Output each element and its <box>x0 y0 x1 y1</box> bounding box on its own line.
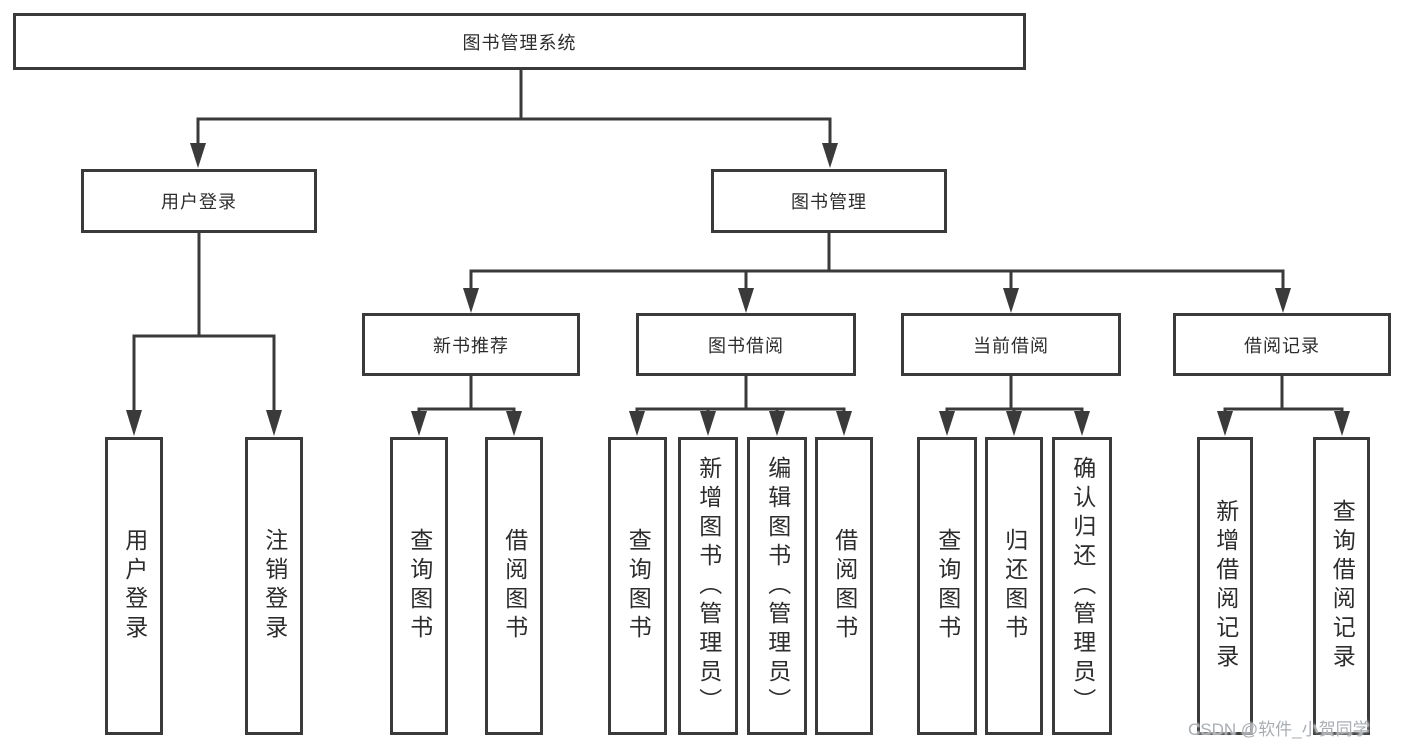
node-book-borrow: 图书借阅 <box>636 313 856 376</box>
leaf-borrow-books: 借阅图书 <box>815 437 873 735</box>
leaf-return-books: 归还图书 <box>985 437 1043 735</box>
leaf-label: 新增图书（管理员） <box>695 455 722 717</box>
leaf-label: 新增借阅记录 <box>1212 499 1239 673</box>
leaf-query-borrow-record: 查询借阅记录 <box>1313 437 1370 735</box>
leaf-query-books-borrow: 查询图书 <box>608 437 667 735</box>
leaf-label: 查询图书 <box>625 528 652 644</box>
leaf-label: 用户登录 <box>121 528 148 644</box>
leaf-label: 编辑图书（管理员） <box>764 455 791 717</box>
leaf-query-books-recommend: 查询图书 <box>390 437 448 735</box>
node-current-borrow: 当前借阅 <box>901 313 1121 376</box>
node-user-login: 用户登录 <box>81 169 317 233</box>
watermark: CSDN @软件_小贺同学 <box>1188 720 1370 739</box>
node-book-management: 图书管理 <box>711 169 947 233</box>
leaf-borrow-books-recommend: 借阅图书 <box>485 437 543 735</box>
node-borrow-records: 借阅记录 <box>1173 313 1391 376</box>
node-new-book-recommend: 新书推荐 <box>362 313 580 376</box>
leaf-label: 借阅图书 <box>831 528 858 644</box>
leaf-label: 查询图书 <box>934 528 961 644</box>
leaf-user-login: 用户登录 <box>105 437 163 735</box>
leaf-add-borrow-record: 新增借阅记录 <box>1197 437 1253 735</box>
leaf-query-books-current: 查询图书 <box>917 437 977 735</box>
leaf-edit-book-admin: 编辑图书（管理员） <box>747 437 807 735</box>
leaf-logout: 注销登录 <box>245 437 303 735</box>
leaf-label: 确认归还（管理员） <box>1069 455 1096 717</box>
leaf-label: 注销登录 <box>261 528 288 644</box>
leaf-label: 借阅图书 <box>501 528 528 644</box>
leaf-label: 查询借阅记录 <box>1329 499 1356 673</box>
node-library-management-system: 图书管理系统 <box>13 13 1026 70</box>
leaf-confirm-return-admin: 确认归还（管理员） <box>1052 437 1112 735</box>
leaf-label: 查询图书 <box>406 528 433 644</box>
leaf-label: 归还图书 <box>1001 528 1028 644</box>
leaf-add-book-admin: 新增图书（管理员） <box>678 437 738 735</box>
